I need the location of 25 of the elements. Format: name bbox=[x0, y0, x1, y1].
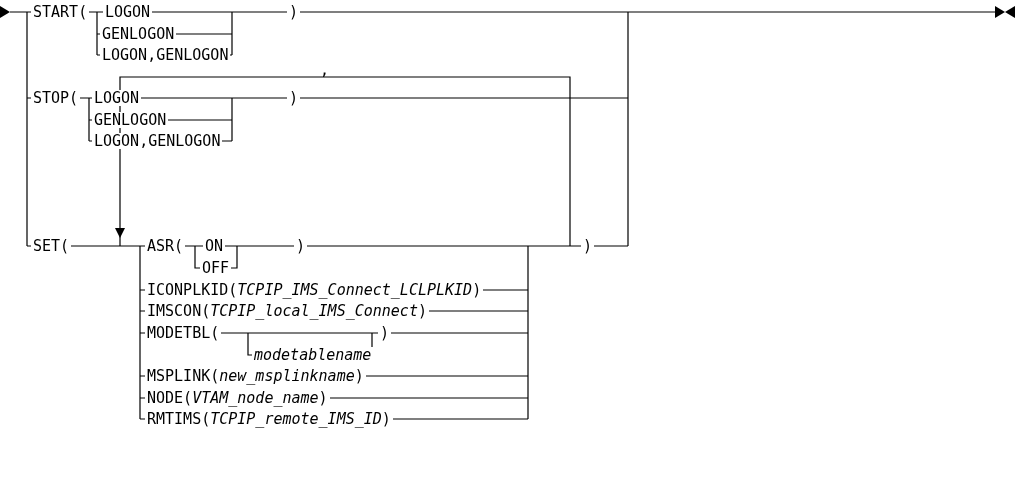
keyword-label: SET( bbox=[31, 238, 72, 254]
keyword-label: MSPLINK(new_msplinkname) bbox=[145, 368, 366, 384]
keyword-label: LOGON,GENLOGON bbox=[92, 133, 223, 149]
keyword-label: ASR( bbox=[145, 238, 186, 254]
close-paren: ) bbox=[287, 4, 301, 20]
keyword-label: LOGON,GENLOGON bbox=[100, 47, 231, 63]
close-paren: ) bbox=[294, 238, 308, 254]
keyword-label: OFF bbox=[200, 260, 232, 276]
variable-name: modetablename bbox=[252, 347, 374, 363]
keyword-label: IMSCON(TCPIP_local_IMS_Connect) bbox=[145, 303, 429, 319]
close-paren: ) bbox=[581, 238, 595, 254]
keyword-label: GENLOGON bbox=[100, 26, 177, 42]
keyword-label: GENLOGON bbox=[92, 112, 169, 128]
close-paren: ) bbox=[287, 90, 301, 106]
keyword-label: STOP( bbox=[31, 90, 81, 106]
keyword-label: LOGON bbox=[103, 4, 153, 20]
keyword-label: MODETBL( bbox=[145, 325, 222, 341]
repeat-separator: , bbox=[319, 62, 331, 78]
keyword-label: NODE(VTAM_node_name) bbox=[145, 390, 330, 406]
close-paren: ) bbox=[378, 325, 392, 341]
keyword-label: LOGON bbox=[92, 90, 142, 106]
keyword-label: ON bbox=[203, 238, 226, 254]
keyword-label: RMTIMS(TCPIP_remote_IMS_ID) bbox=[145, 411, 393, 427]
keyword-label: ICONPLKID(TCPIP_IMS_Connect_LCLPLKID) bbox=[145, 282, 484, 298]
keyword-label: START( bbox=[31, 4, 90, 20]
